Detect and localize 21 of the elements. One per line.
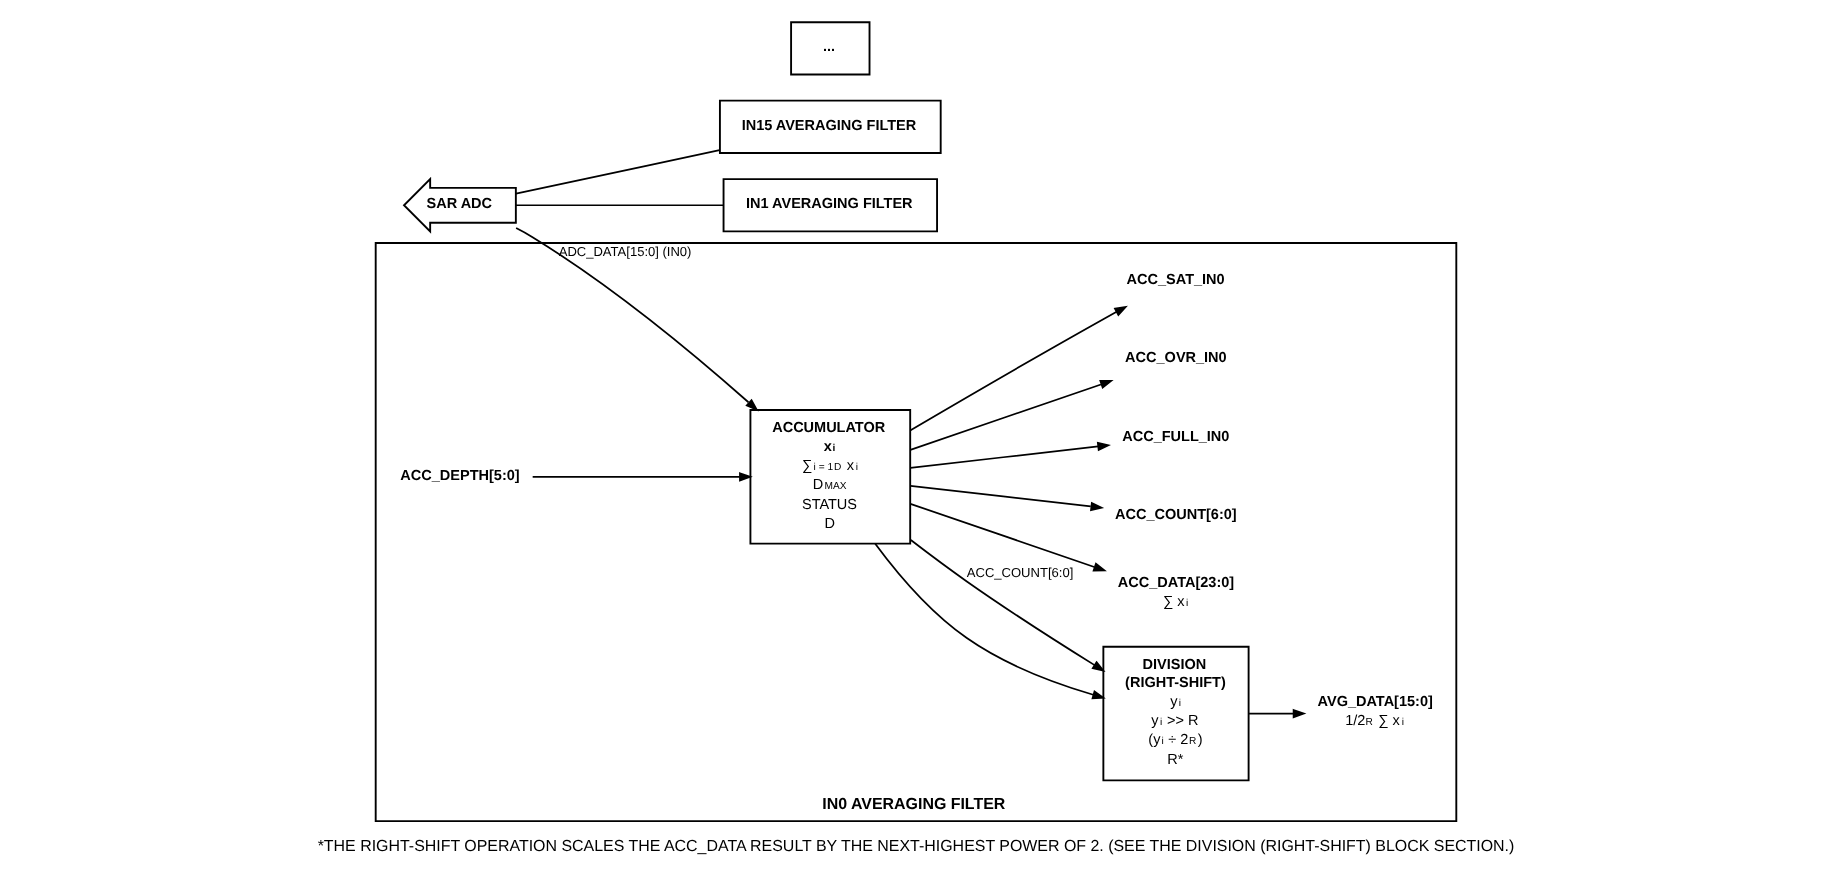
connector bbox=[514, 149, 720, 195]
arrow bbox=[1247, 708, 1306, 719]
arrow bbox=[908, 441, 1110, 469]
arrow bbox=[514, 227, 758, 412]
connector bbox=[514, 204, 724, 207]
node-box: IN15 AVERAGING FILTER bbox=[717, 99, 941, 154]
node-text: ACC_COUNT[6:0] bbox=[1113, 504, 1236, 523]
caption: *THE RIGHT-SHIFT OPERATION SCALES THE ACC_DATA RESULT BY THE NEXT-HIGHEST POWER OF 2. (SEE THE DIVISION (RIGHT-SHIFT) BLOCK SECTION.) bbox=[316, 837, 1514, 856]
arrow bbox=[908, 502, 1106, 572]
arrow bbox=[908, 539, 1105, 672]
node-box: IN1 AVERAGING FILTER bbox=[721, 178, 937, 233]
arrow bbox=[908, 380, 1113, 451]
node-text: ACC_FULL_IN0 bbox=[1121, 426, 1229, 445]
arrow bbox=[908, 305, 1127, 432]
node-text: ACC_SAT_IN0 bbox=[1125, 269, 1224, 288]
arrow bbox=[873, 542, 1105, 700]
node-text: ACC_DEPTH[5:0] bbox=[399, 465, 519, 484]
node-box: ... bbox=[789, 21, 870, 76]
node-text: ACC_OVR_IN0 bbox=[1124, 348, 1226, 367]
arrow bbox=[530, 472, 752, 482]
arrow bbox=[908, 485, 1104, 512]
